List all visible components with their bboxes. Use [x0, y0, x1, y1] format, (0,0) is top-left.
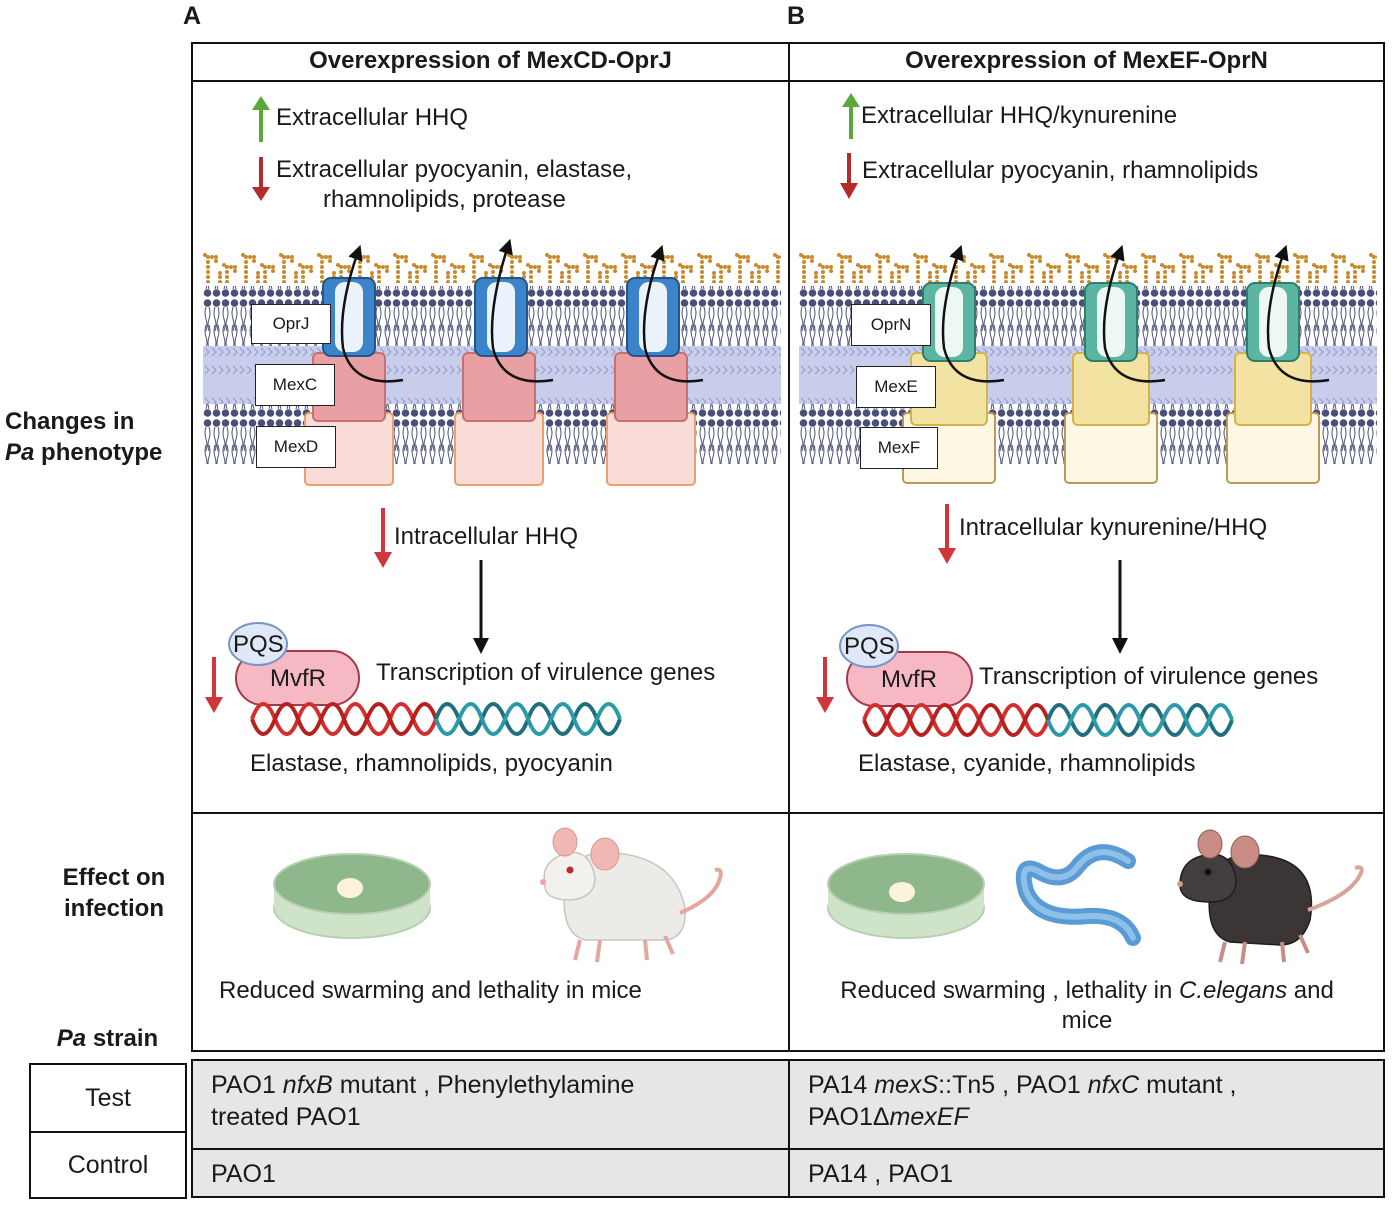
panel-a-intracellular-text: Intracellular HHQ: [394, 523, 579, 550]
panel-a-down-text-2: rhamnolipids, protease: [323, 186, 566, 213]
panel-a-test-strains: PAO1 nfxB mutant , Phenylethylamine trea…: [191, 1059, 790, 1150]
up-arrow-icon: [252, 96, 270, 142]
worm-icon: [1015, 844, 1141, 946]
down-arrow-icon: [1112, 560, 1128, 654]
mvfr-label: MvfR: [270, 665, 326, 692]
panel-b-test-strains: PA14 mexS::Tn5 , PAO1 nfxC mutant , PAO1…: [788, 1059, 1385, 1150]
panel-b-letter: B: [787, 2, 806, 30]
pqs-ligand: [228, 622, 288, 666]
panel-b-control-strains: PA14 , PAO1: [788, 1148, 1385, 1198]
panel-b-infection-text: Reduced swarming , lethality in C.elegan…: [840, 977, 1334, 1034]
black-mouse-icon: [1177, 829, 1364, 965]
oprj-label: OprJ: [251, 304, 331, 344]
dna-helix-icon: [250, 702, 622, 736]
down-arrow-icon: [374, 508, 392, 568]
panel-a-control-strains: PAO1: [191, 1148, 790, 1198]
control-row-label: Control: [29, 1131, 187, 1199]
mexe-label: MexE: [856, 366, 936, 408]
panel-a-title: Overexpression of MexCD-OprJ: [191, 42, 790, 82]
up-arrow-icon: [842, 93, 860, 139]
row-label-phenotype: Changes in Pa phenotype: [5, 408, 163, 466]
pqs-label: PQS: [233, 631, 284, 658]
pqs-label: PQS: [844, 633, 895, 660]
down-arrow-icon: [473, 560, 489, 654]
panel-a-genes-text: Elastase, rhamnolipids, pyocyanin: [250, 750, 613, 777]
test-row-label: Test: [29, 1063, 187, 1133]
petri-dish-icon: [827, 853, 985, 939]
panel-a-infection-box: [191, 812, 790, 1052]
panel-a-up-text: Extracellular HHQ: [276, 104, 469, 131]
panel-b-genes-text: Elastase, cyanide, rhamnolipids: [858, 750, 1196, 777]
oprn-label: OprN: [851, 304, 931, 346]
down-arrow-icon: [252, 157, 270, 201]
panel-a-letter: A: [183, 2, 202, 30]
down-arrow-icon: [840, 153, 858, 199]
panel-a-down-text-1: Extracellular pyocyanin, elastase,: [276, 156, 633, 183]
panel-a-infection-text: Reduced swarming and lethality in mice: [219, 977, 642, 1004]
down-arrow-icon: [938, 504, 956, 564]
row-label-strain: Pa strain: [56, 1025, 159, 1052]
panel-b-intracellular-text: Intracellular kynurenine/HHQ: [959, 514, 1268, 541]
dna-helix-icon: [862, 703, 1234, 737]
white-mouse-icon: [540, 827, 723, 963]
mexc-label: MexC: [255, 364, 335, 406]
panel-b-down-text: Extracellular pyocyanin, rhamnolipids: [862, 157, 1259, 184]
panel-b-title: Overexpression of MexEF-OprN: [788, 42, 1385, 82]
down-arrow-icon: [816, 657, 834, 713]
down-arrow-icon: [205, 657, 223, 713]
mvfr-label: MvfR: [881, 666, 937, 693]
pqs-ligand: [839, 624, 899, 668]
mexf-label: MexF: [860, 427, 938, 469]
mexd-label: MexD: [256, 426, 336, 468]
panel-b-up-text: Extracellular HHQ/kynurenine: [861, 102, 1178, 129]
panel-b-transcription-text: Transcription of virulence genes: [979, 663, 1319, 690]
petri-dish-icon: [273, 853, 431, 939]
panel-a-transcription-text: Transcription of virulence genes: [376, 659, 716, 686]
